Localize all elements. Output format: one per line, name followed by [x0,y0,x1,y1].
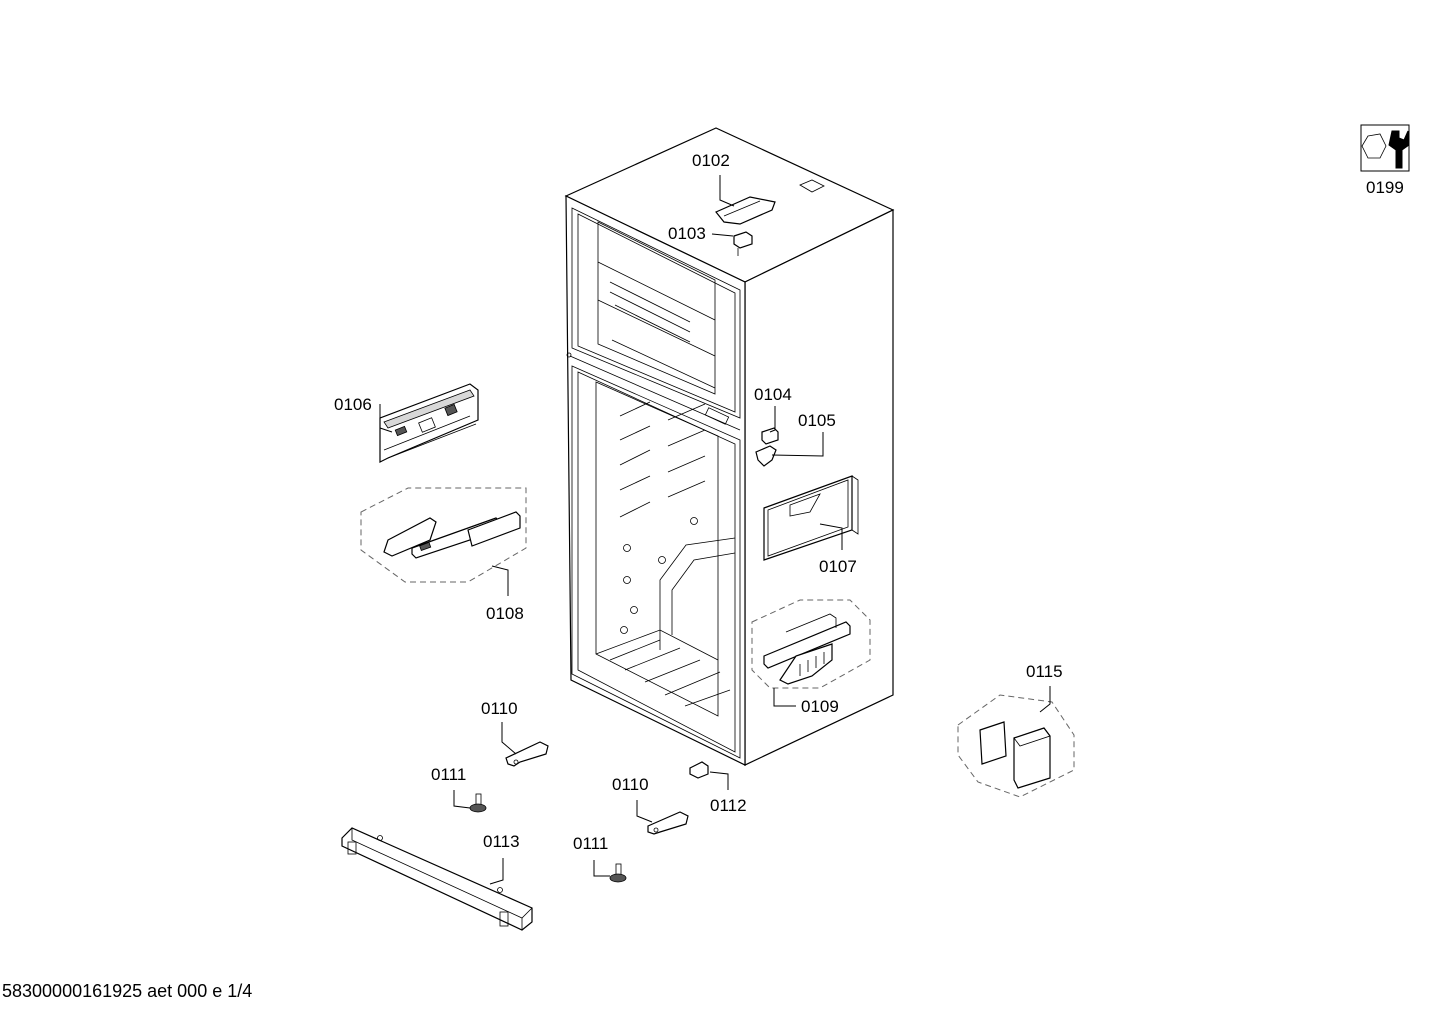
label-0107: 0107 [819,557,857,576]
part-0108 [360,487,527,583]
wrench-nut-icon [1360,124,1410,172]
part-0115 [957,694,1075,798]
part-0105 [755,445,777,467]
label-0106: 0106 [334,395,372,414]
label-0105: 0105 [798,411,836,430]
callout-labels: 0102 0103 0104 0105 0106 0107 0108 0109 … [334,151,1404,853]
part-0106 [379,383,479,463]
label-0110-a: 0110 [481,699,518,718]
label-0109: 0109 [801,697,839,716]
part-0107 [763,475,859,561]
document-footer: 58300000161925 aet 000 e 1/4 [2,981,253,1001]
part-0111-b [609,863,627,883]
part-0112 [689,761,709,779]
part-0113 [341,827,533,931]
label-0111-b: 0111 [573,834,608,853]
label-0111-a: 0111 [431,765,466,784]
label-0102: 0102 [692,151,730,170]
label-0112: 0112 [710,796,747,815]
part-0109 [751,599,871,689]
part-0102 [715,196,776,225]
label-0104: 0104 [754,385,792,404]
label-0103: 0103 [668,224,706,243]
part-0110-b [647,811,689,835]
label-0113: 0113 [483,832,520,851]
part-0103 [733,231,753,256]
label-0199: 0199 [1366,178,1404,197]
part-0104 [761,427,779,445]
leader-lines [379,175,1051,885]
label-0108: 0108 [486,604,524,623]
label-0110-b: 0110 [612,775,649,794]
part-0111-a [469,793,487,813]
refrigerator-cabinet [564,127,895,766]
part-0110-a [505,741,549,767]
label-0115: 0115 [1026,662,1063,681]
